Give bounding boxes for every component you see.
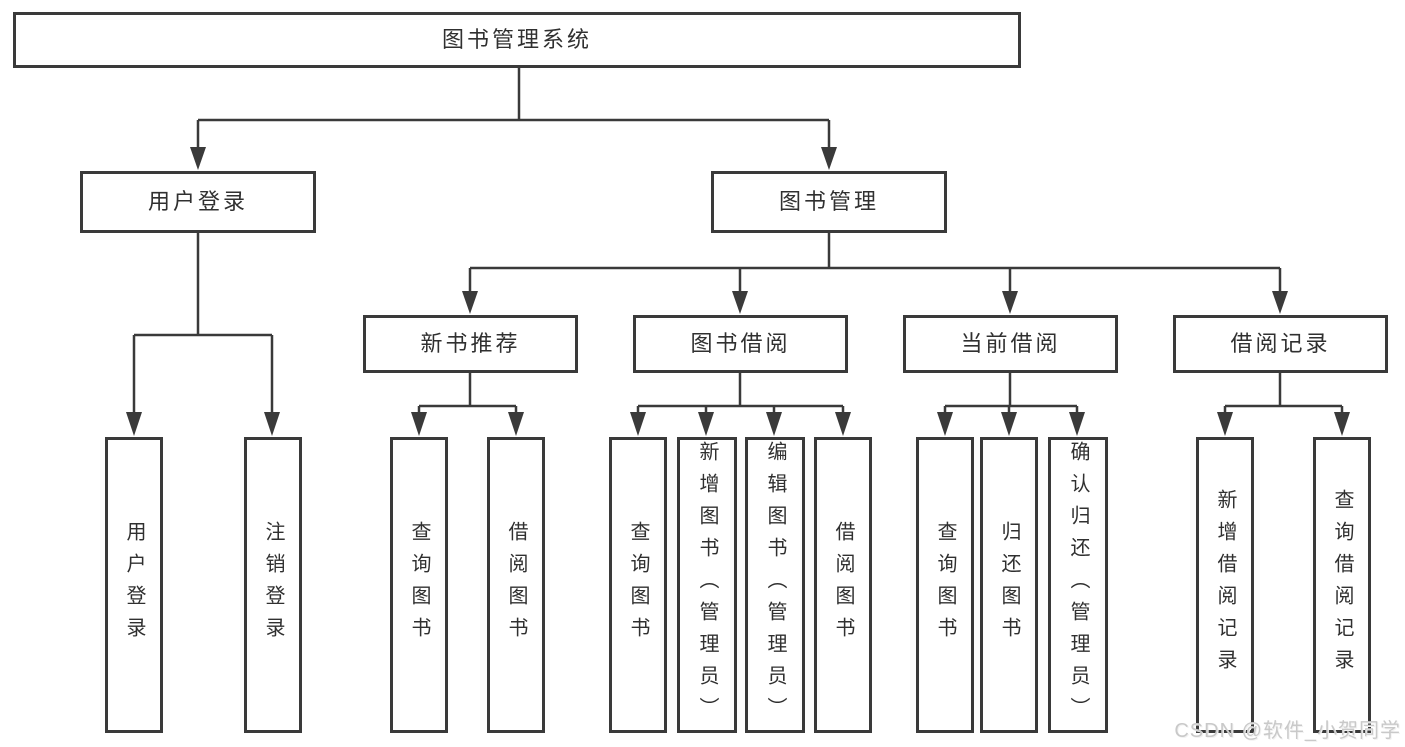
leaf-bb-query-books: 查询图书	[609, 437, 667, 733]
node-root: 图书管理系统	[13, 12, 1021, 68]
leaf-logout-login: 注销登录	[244, 437, 302, 733]
leaf-bb-borrow-books: 借阅图书	[814, 437, 872, 733]
node-book-management-label: 图书管理	[778, 189, 879, 214]
node-current-borrow: 当前借阅	[903, 315, 1118, 373]
leaf-rec-query-books-label: 查询图书	[408, 521, 430, 649]
leaf-bb-edit-books-admin: 编辑图书（管理员）	[745, 437, 805, 733]
node-borrow-records-label: 借阅记录	[1230, 331, 1331, 356]
leaf-user-login: 用户登录	[105, 437, 163, 733]
node-book-management: 图书管理	[711, 171, 947, 233]
leaf-cb-query-books-label: 查询图书	[934, 521, 956, 649]
leaf-bb-add-books-admin-label: 新增图书（管理员）	[696, 441, 718, 729]
leaf-cb-confirm-return-admin: 确认归还（管理员）	[1048, 437, 1108, 733]
leaf-br-query-record: 查询借阅记录	[1313, 437, 1371, 733]
leaf-bb-borrow-books-label: 借阅图书	[832, 521, 854, 649]
leaf-user-login-label: 用户登录	[123, 521, 145, 649]
leaf-rec-borrow-books: 借阅图书	[487, 437, 545, 733]
leaf-cb-return-books: 归还图书	[980, 437, 1038, 733]
leaf-logout-login-label: 注销登录	[262, 521, 284, 649]
node-current-borrow-label: 当前借阅	[960, 331, 1061, 356]
leaf-br-add-record: 新增借阅记录	[1196, 437, 1254, 733]
node-new-book-recommend-label: 新书推荐	[420, 331, 521, 356]
leaf-bb-add-books-admin: 新增图书（管理员）	[677, 437, 737, 733]
leaf-cb-query-books: 查询图书	[916, 437, 974, 733]
leaf-rec-query-books: 查询图书	[390, 437, 448, 733]
node-user-login: 用户登录	[80, 171, 316, 233]
leaf-bb-query-books-label: 查询图书	[627, 521, 649, 649]
leaf-bb-edit-books-admin-label: 编辑图书（管理员）	[764, 441, 786, 729]
node-new-book-recommend: 新书推荐	[363, 315, 578, 373]
leaf-cb-confirm-return-admin-label: 确认归还（管理员）	[1067, 441, 1089, 729]
csdn-watermark: CSDN @软件_小贺同学	[1174, 720, 1401, 742]
node-book-borrow-label: 图书借阅	[690, 331, 791, 356]
node-book-borrow: 图书借阅	[633, 315, 848, 373]
leaf-rec-borrow-books-label: 借阅图书	[505, 521, 527, 649]
node-root-label: 图书管理系统	[441, 27, 592, 52]
leaf-br-query-record-label: 查询借阅记录	[1331, 489, 1353, 681]
node-user-login-label: 用户登录	[147, 189, 248, 214]
leaf-br-add-record-label: 新增借阅记录	[1214, 489, 1236, 681]
leaf-cb-return-books-label: 归还图书	[998, 521, 1020, 649]
node-borrow-records: 借阅记录	[1173, 315, 1388, 373]
